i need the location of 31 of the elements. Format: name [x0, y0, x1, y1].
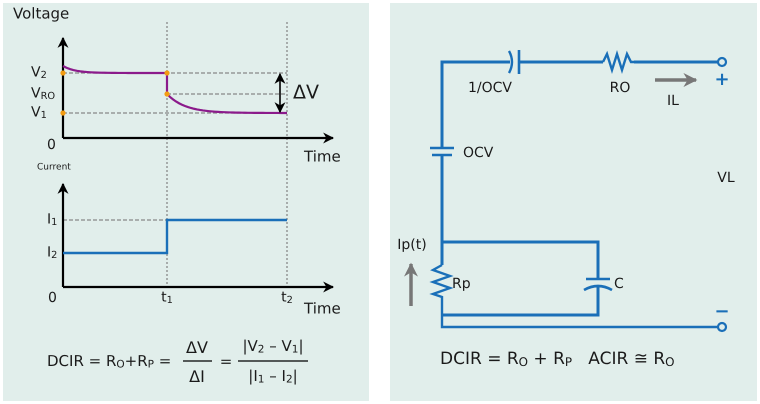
component-label: 1/OCV	[468, 81, 512, 95]
terminal-sign: −	[714, 303, 730, 321]
axis-tick-label: t$_{1}$	[161, 290, 173, 306]
formula-text: DCIR = R$_{O}$+R$_{P}$ =	[47, 354, 172, 370]
formula-text: =	[220, 354, 232, 370]
axis-tick-label: I$_{1}$	[47, 212, 58, 228]
axis-tick-label: 0	[48, 291, 57, 305]
axis-title: Time	[304, 302, 341, 316]
component-label: C	[614, 277, 624, 291]
component-label: Rp	[452, 277, 471, 291]
axis-title: Time	[304, 150, 341, 164]
formula-text: |I$_{1}$ – I$_{2}$|	[248, 368, 298, 386]
axis-tick-label: V$_{RO}$	[31, 86, 56, 102]
formula-text: |V$_{2}$ – V$_{1}$|	[242, 338, 304, 356]
terminal-sign: +	[714, 71, 730, 89]
component-label: RO	[610, 81, 630, 95]
component-label: OCV	[463, 146, 494, 160]
axis-title: Voltage	[13, 6, 70, 22]
axis-tick-label: V$_{1}$	[31, 105, 47, 121]
dimension-label: ΔV	[293, 84, 319, 102]
voltage-label: VL	[717, 171, 735, 185]
axis-tick-label: t$_{2}$	[281, 290, 293, 306]
axis-tick-label: V$_{2}$	[31, 65, 47, 81]
axis-tick-label: 0	[47, 138, 56, 152]
formula-text: ΔI	[189, 369, 205, 385]
current-label: IL	[667, 94, 679, 108]
axis-title: Current	[37, 164, 71, 172]
current-label: Ip(t)	[397, 238, 427, 252]
formula-text: DCIR = R$_{O}$ + R$_{P}$ ACIR ≅ R$_{O}$	[440, 351, 675, 369]
formula-text: ΔV	[186, 340, 208, 356]
axis-tick-label: I$_{2}$	[47, 245, 58, 261]
